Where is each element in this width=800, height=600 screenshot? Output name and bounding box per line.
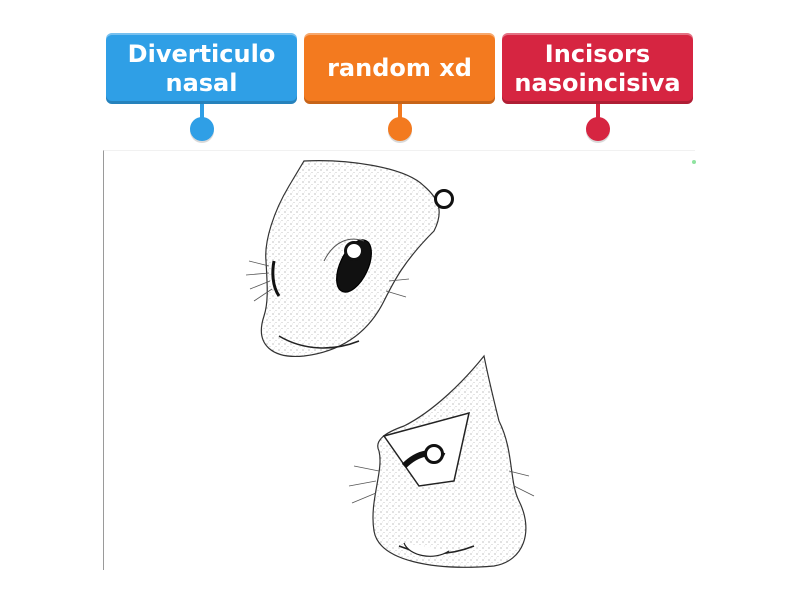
pin-diverticulo-nasal[interactable] <box>190 117 214 141</box>
label-diverticulo-nasal[interactable]: Diverticulo nasal <box>106 33 297 104</box>
drop-target-2[interactable] <box>344 241 364 261</box>
label-text: Incisors nasoincisiva <box>514 40 680 98</box>
drop-target-3[interactable] <box>424 444 444 464</box>
pin-random-xd[interactable] <box>388 117 412 141</box>
status-dot <box>692 160 696 164</box>
label-text: random xd <box>327 54 472 83</box>
pin-incisors-nasoincisiva[interactable] <box>586 117 610 141</box>
diagram-canvas <box>103 150 695 570</box>
label-incisors-nasoincisiva[interactable]: Incisors nasoincisiva <box>502 33 693 104</box>
lower-head-drawing <box>373 356 526 567</box>
label-random-xd[interactable]: random xd <box>304 33 495 104</box>
label-text: Diverticulo nasal <box>128 40 276 98</box>
horse-nostril-sketch-icon <box>104 151 696 571</box>
drop-target-1[interactable] <box>434 189 454 209</box>
